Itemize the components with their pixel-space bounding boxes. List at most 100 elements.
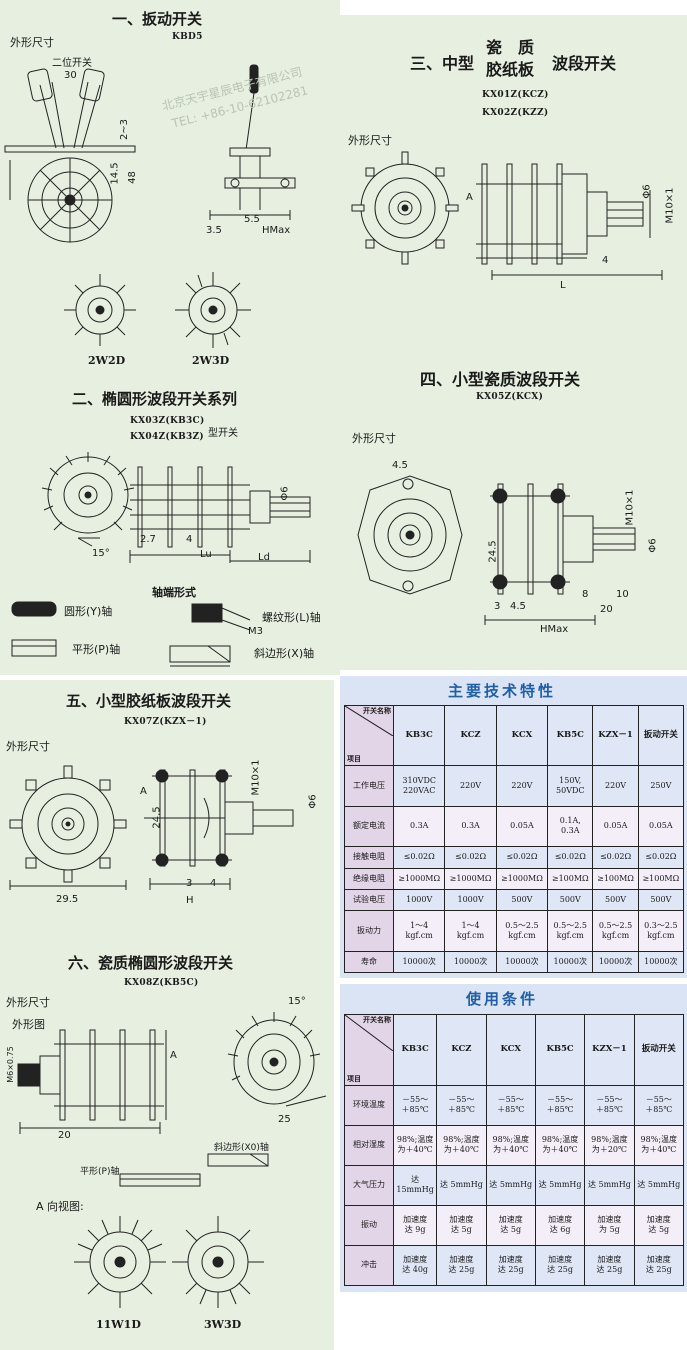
s4-dim-20: 20 [600,604,613,615]
table-cell: 310VDC 220VAC [392,764,446,807]
table-cell: 1～4 kgf.cm [444,910,497,952]
section6-title: 六、瓷质椭圆形波段开关 [68,954,234,972]
s4-dim-phi6: Φ6 [647,538,659,553]
s1-dim-3-5: 3.5 [206,225,222,236]
table-cell: 加速度 达 25g [534,1244,586,1287]
table-cell: ≥100MΩ [547,867,594,890]
table-cell: 0.05A [637,805,685,848]
table-cell: 加速度 达 9g [392,1204,438,1246]
table-cell: ≥100MΩ [637,867,685,890]
row-label: 相对湿度 [344,1124,394,1166]
s6-dim-m6: M6×0.75 [5,1046,15,1083]
section4-model: KX05Z(KCX) [476,392,544,402]
table-cell: 0.5～2.5 kgf.cm [592,910,639,952]
table-cell: ≤0.02Ω [547,846,594,869]
table-cell: －55～ ＋85℃ [485,1084,536,1126]
table-row: 接触电阻≤0.02Ω≤0.02Ω≤0.02Ω≤0.02Ω≤0.02Ω≤0.02Ω [344,846,685,869]
table-cell: 加速度 达 5g [436,1204,487,1246]
rotor-3w3d-drawing [172,1216,264,1308]
section2-title: 二、椭圆形波段开关系列 [72,390,238,408]
s3-dim-4: 4 [602,255,609,266]
s5-dim-a: A [140,786,147,797]
s4-dim-24-5: 24.5 [487,540,499,563]
elliptical-switch-side-drawing [129,466,311,563]
table-cell: 加速度 达 40g [392,1244,438,1287]
table-cell: 98%;温度 为＋40℃ [633,1124,685,1166]
table-cell: －55～ ＋85℃ [534,1084,586,1126]
table-cell: 加速度 达 25g [584,1244,635,1287]
section4-dim-label: 外形尺寸 [352,432,396,445]
s4-dim-4-5-bottom: 4.5 [510,601,526,612]
s5-dim-m10: M10×1 [250,759,262,796]
shaft-x0-label: 斜边形(X0)轴 [214,1143,269,1153]
table-cell: 98%;温度 为＋20℃ [584,1124,635,1166]
table-cell: 加速度 达 5g [633,1204,685,1246]
shaft-m3-label: M3 [248,626,263,637]
row-label: 工作电压 [344,764,394,807]
table-cell: 0.5～2.5 kgf.cm [495,910,549,952]
section6-view-label: 外形图 [12,1018,45,1031]
row-label: 冲击 [344,1244,394,1287]
shaft-p-label: 平形(P)轴 [80,1167,120,1177]
table-cell: 500V [637,888,685,912]
row-label: 寿命 [344,950,394,974]
section6-dim-label: 外形尺寸 [6,996,50,1009]
shaft-x0-drawing [207,1153,269,1167]
section3-title-d: 波段开关 [552,54,617,73]
s1-dim-30: 30 [64,70,77,81]
table-cell: ≥1000MΩ [444,867,497,890]
panel-medium-and-small-ceramic [340,15,687,670]
corner-left-label: 项目 [347,754,361,764]
table-row: 绝缘电阻≥1000MΩ≥1000MΩ≥1000MΩ≥100MΩ≥100MΩ≥10… [344,867,685,890]
table-cell: 10000次 [637,950,685,974]
corner-top-label: 开关名称 [363,1015,391,1024]
section5-title: 五、小型胶纸板波段开关 [66,692,232,710]
table-cell: 500V [547,888,594,912]
table-cell: 10000次 [592,950,639,974]
s6-dim-25: 25 [278,1114,291,1125]
table-cell: ≤0.02Ω [637,846,685,869]
caption-2w2d: 2W2D [88,354,126,367]
table-cell: ≥1000MΩ [392,867,446,890]
shaft-bevel-label: 斜边形(X)轴 [254,647,315,660]
row-label: 绝缘电阻 [344,867,394,890]
column-header: KCX [485,1014,536,1086]
s3-dim-a: A [466,192,473,203]
shaft-thread-drawing [191,603,251,631]
s4-dim-8: 8 [582,589,589,600]
ceramic-elliptical-side-drawing [17,1029,167,1134]
small-paper-side-drawing [144,769,294,890]
s5-dim-phi6: Φ6 [307,794,319,809]
row-label: 扳动力 [344,910,394,952]
table-cell: 达 5mmHg [584,1164,635,1206]
section1-title: 一、扳动开关 [112,10,203,28]
table-cell: 加速度 达 6g [534,1204,586,1246]
table-cell: ≤0.02Ω [495,846,549,869]
table-cell: 1000V [444,888,497,912]
table-cell: ≤0.02Ω [592,846,639,869]
table-cell: 220V [592,764,639,807]
section1-two-pos-label: 二位开关 [52,58,92,69]
table-cell: 220V [495,764,549,807]
section3-model-a: KX01Z(KCZ) [482,90,549,100]
s2-dim-ld: Ld [258,552,270,563]
table-cell: 0.1A, 0.3A [547,805,594,848]
column-header: KZX－1 [584,1014,635,1086]
column-header: KZX－1 [592,705,639,766]
small-ceramic-front-drawing [357,475,463,595]
column-header: KB3C [392,1014,438,1086]
column-header: KCZ [444,705,497,766]
table-cell: 98%;温度 为＋40℃ [436,1124,487,1166]
s3-dim-m10: M10×1 [664,187,676,224]
s5-dim-3: 3 [186,878,193,889]
table-cell: 500V [592,888,639,912]
table-corner-cell: 开关名称 项目 [344,705,394,766]
s2-dim-lu: Lu [200,549,212,560]
table-cell: －55～ ＋85℃ [436,1084,487,1126]
